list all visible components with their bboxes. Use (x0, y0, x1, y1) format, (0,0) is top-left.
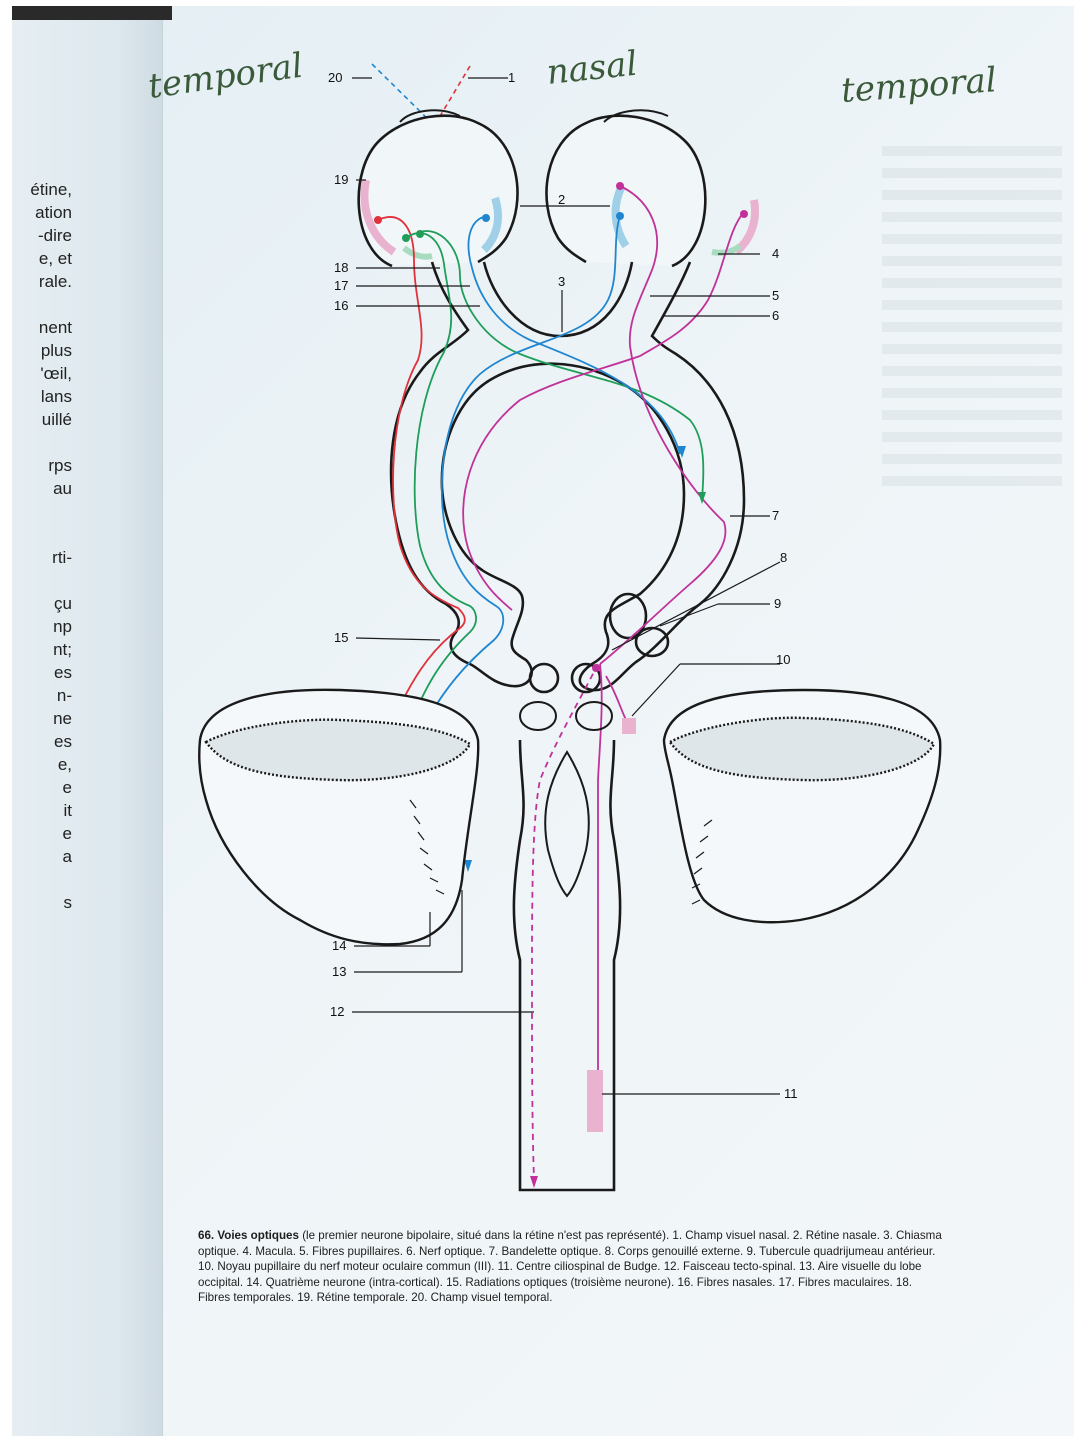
label-3: 3 (558, 274, 565, 289)
handwritten-temporal-left: temporal (146, 46, 306, 107)
fiber-pathways (378, 186, 744, 1180)
label-20: 20 (328, 70, 342, 85)
label-8: 8 (780, 550, 787, 565)
label-16: 16 (334, 298, 348, 313)
occipital-lobes (199, 690, 940, 945)
label-13: 13 (332, 964, 346, 979)
label-4: 4 (772, 246, 779, 261)
label-6: 6 (772, 308, 779, 323)
label-2: 2 (558, 192, 565, 207)
handwritten-nasal: nasal (545, 44, 639, 93)
label-9: 9 (774, 596, 781, 611)
label-15: 15 (334, 630, 348, 645)
label-18: 18 (334, 260, 348, 275)
label-11: 11 (784, 1086, 798, 1101)
eyeballs (359, 110, 755, 266)
label-19: 19 (334, 172, 348, 187)
optic-pathway-diagram: temporal nasal temporal (12, 6, 1074, 1436)
label-17: 17 (334, 278, 348, 293)
label-5: 5 (772, 288, 779, 303)
caption-intro: (le premier neurone bipolaire, situé dan… (299, 1229, 669, 1242)
label-12: 12 (330, 1004, 344, 1019)
label-14: 14 (332, 938, 346, 953)
figure-caption: 66. Voies optiques (le premier neurone b… (198, 1228, 943, 1306)
label-7: 7 (772, 508, 779, 523)
label-10: 10 (776, 652, 790, 667)
optic-chiasma-outline (391, 262, 744, 692)
label-1: 1 (508, 70, 515, 85)
caption-title: Voies optiques (217, 1229, 299, 1242)
handwritten-temporal-right: temporal (840, 60, 998, 111)
caption-number: 66. (198, 1229, 214, 1242)
retina-cell-dots (374, 182, 748, 748)
